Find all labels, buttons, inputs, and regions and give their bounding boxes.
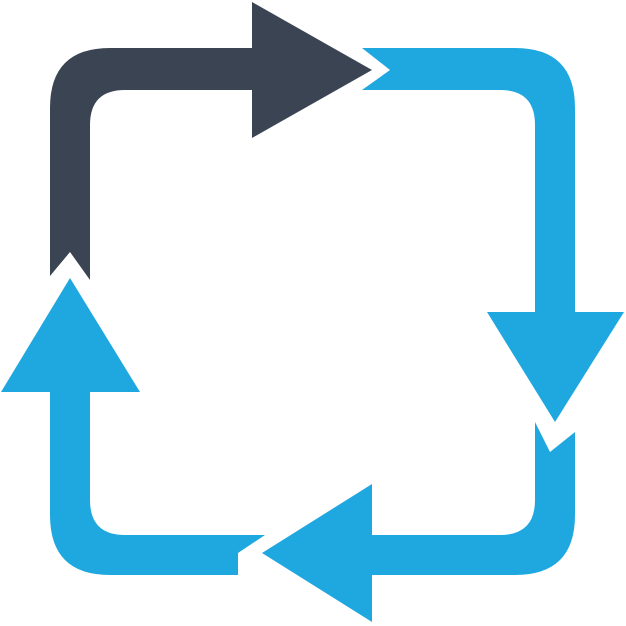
- bottom-segment: [262, 422, 575, 622]
- right-segment: [362, 48, 624, 422]
- chevron-right-icon: [252, 2, 372, 138]
- chevron-up-icon: [1, 278, 140, 392]
- bottom-segment-band: [372, 422, 575, 575]
- right-segment-band: [362, 48, 575, 312]
- left-segment-band: [50, 392, 265, 575]
- chevron-left-icon: [262, 484, 372, 622]
- left-segment: [1, 278, 265, 575]
- top-left-segment-band: [50, 48, 252, 280]
- chevron-down-icon: [487, 312, 624, 422]
- top-left-segment: [50, 2, 372, 280]
